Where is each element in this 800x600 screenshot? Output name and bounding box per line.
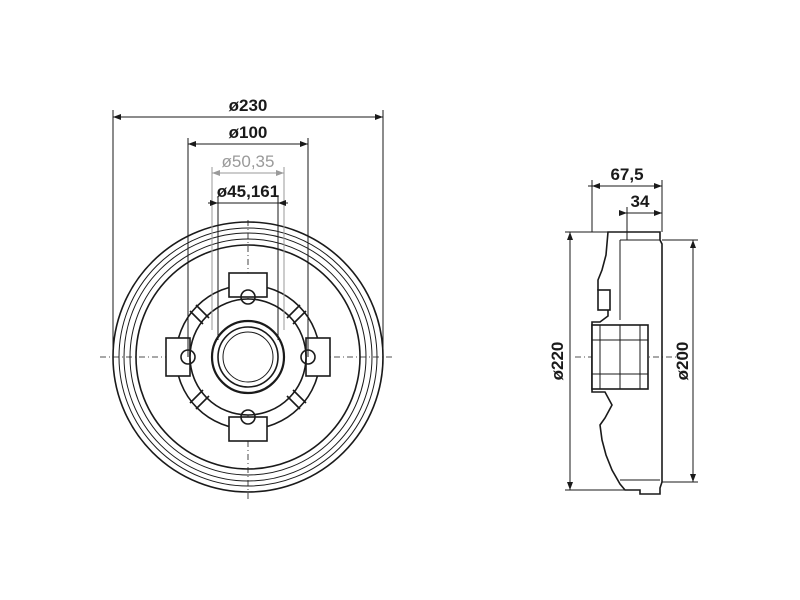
rim-ring-1 (118, 227, 378, 487)
dim-label-inner-diameter: ø200 (673, 342, 692, 381)
arrow-675-right (654, 183, 662, 189)
arrow-220-bottom (567, 482, 573, 490)
dim-label-total-height: 67,5 (610, 165, 643, 184)
arrow-45161-left (210, 200, 218, 206)
side-view: 67,5 34 ø220 ø200 (548, 165, 698, 495)
dim-label-hub-height: 34 (631, 192, 650, 211)
bolt-hole-bottom (240, 409, 256, 425)
arrow-100-left (188, 141, 196, 147)
dim-label-bore: ø50,35 (222, 152, 275, 171)
arrow-675-left (592, 183, 600, 189)
arrow-230-right (375, 114, 383, 120)
front-view: ø230 ø100 ø50,35 ø45,161 (100, 96, 395, 500)
bottom-lug (228, 416, 268, 442)
rim-ring-3 (129, 238, 367, 476)
arrow-34-right (654, 210, 662, 216)
stud (597, 289, 611, 311)
spoke-br-2 (292, 389, 307, 404)
top-lug (228, 272, 268, 298)
dim-label-outer-diameter: ø230 (229, 96, 268, 115)
center-bore-ring (222, 331, 274, 383)
arrow-220-top (567, 232, 573, 240)
spoke-br (286, 395, 301, 410)
center-bore-inner (217, 326, 279, 388)
spoke-bl (195, 395, 210, 410)
spoke-tr-2 (292, 310, 307, 325)
left-lug (165, 337, 191, 377)
dim-label-outer-diameter-side: ø220 (548, 342, 567, 381)
spoke-tl (195, 304, 210, 319)
bolt-hole-top (240, 289, 256, 305)
dim-label-pcd: ø100 (229, 123, 268, 142)
rim-ring-4 (135, 244, 361, 470)
center-bore-outer (210, 319, 286, 395)
arrow-5035-left (212, 170, 220, 176)
arrowheads-gray (212, 170, 284, 176)
arrow-34-left (619, 210, 627, 216)
hub-body-circle (189, 298, 307, 416)
spoke-bl-2 (189, 389, 204, 404)
right-lug (305, 337, 331, 377)
arrow-200-top (690, 240, 696, 248)
dim-label-center-hole: ø45,161 (217, 182, 279, 201)
arrow-230-left (113, 114, 121, 120)
arrow-45161-right (278, 200, 286, 206)
rim-ring-2 (123, 232, 373, 482)
arrow-200-bottom (690, 474, 696, 482)
spoke-tr (286, 304, 301, 319)
spoke-tl-2 (189, 310, 204, 325)
arrow-5035-right (276, 170, 284, 176)
arrow-100-right (300, 141, 308, 147)
arrowheads (113, 114, 696, 490)
